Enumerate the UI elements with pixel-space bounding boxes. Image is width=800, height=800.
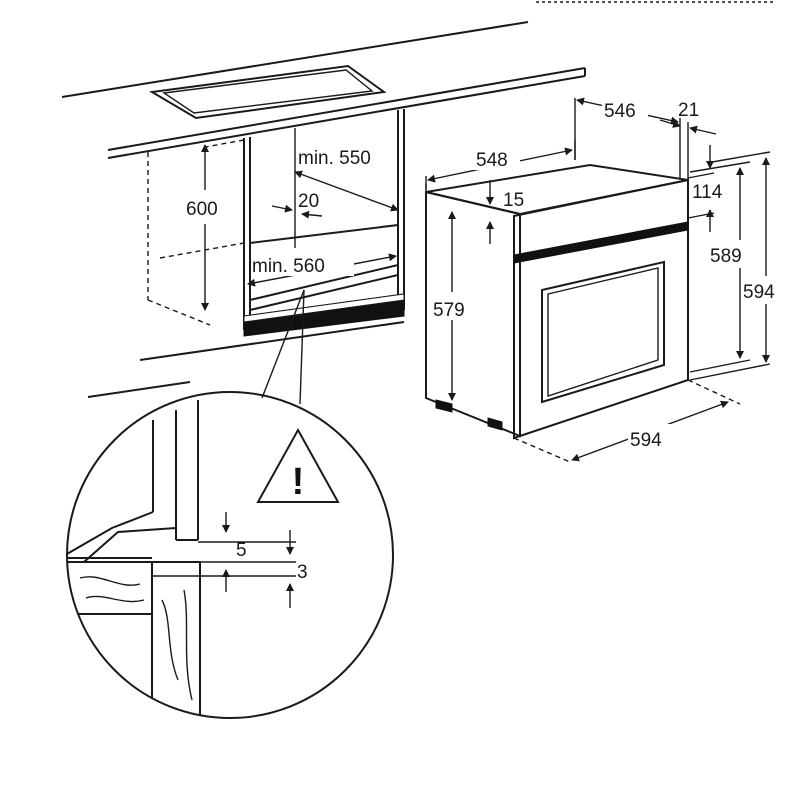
oven-depth-top-dimension: 548 xyxy=(425,140,576,192)
detail-callout: 5 3 ! xyxy=(66,289,394,719)
oven-depth-total-label: 546 xyxy=(604,101,636,122)
front-thickness-dimension: 21 xyxy=(659,100,717,180)
panel-height-label: 114 xyxy=(692,182,723,203)
worktop xyxy=(61,21,586,159)
hob-cutout xyxy=(149,64,387,120)
panel-height-dimension: 114 xyxy=(687,145,723,232)
top-offset-label: 15 xyxy=(503,190,524,211)
detail-gap-upper-label: 5 xyxy=(236,540,247,561)
oven-depth-top-label: 548 xyxy=(476,150,508,171)
front-height-dimension: 589 xyxy=(689,161,756,373)
overall-width-label: 594 xyxy=(630,430,662,451)
cabinet-width-label: min. 560 xyxy=(252,256,325,277)
cabinet xyxy=(87,109,405,398)
cabinet-width-dimension: min. 560 xyxy=(247,252,397,287)
front-thickness-label: 21 xyxy=(678,100,699,121)
cabinet-height-label: 600 xyxy=(186,199,218,220)
body-height-label: 579 xyxy=(433,300,465,321)
overall-height-dimension: 594 xyxy=(689,151,790,381)
oven-depth-total-dimension: 546 xyxy=(574,96,681,178)
cabinet-depth-label: min. 550 xyxy=(298,148,371,169)
warning-icon: ! xyxy=(256,427,340,503)
overall-height-label: 594 xyxy=(743,282,775,303)
front-height-label: 589 xyxy=(710,246,742,267)
cabinet-depth-dimension: min. 550 xyxy=(294,148,399,212)
top-offset-dimension: 15 xyxy=(486,180,524,244)
vent-gap-dimension: 20 xyxy=(271,191,323,219)
cabinet-height-dimension: 600 xyxy=(182,144,228,311)
warning-symbol: ! xyxy=(292,461,305,503)
vent-gap-label: 20 xyxy=(298,191,319,212)
body-height-dimension: 579 xyxy=(432,211,476,401)
detail-gap-lower-label: 3 xyxy=(297,562,308,583)
overall-width-dimension: 594 xyxy=(513,379,741,463)
